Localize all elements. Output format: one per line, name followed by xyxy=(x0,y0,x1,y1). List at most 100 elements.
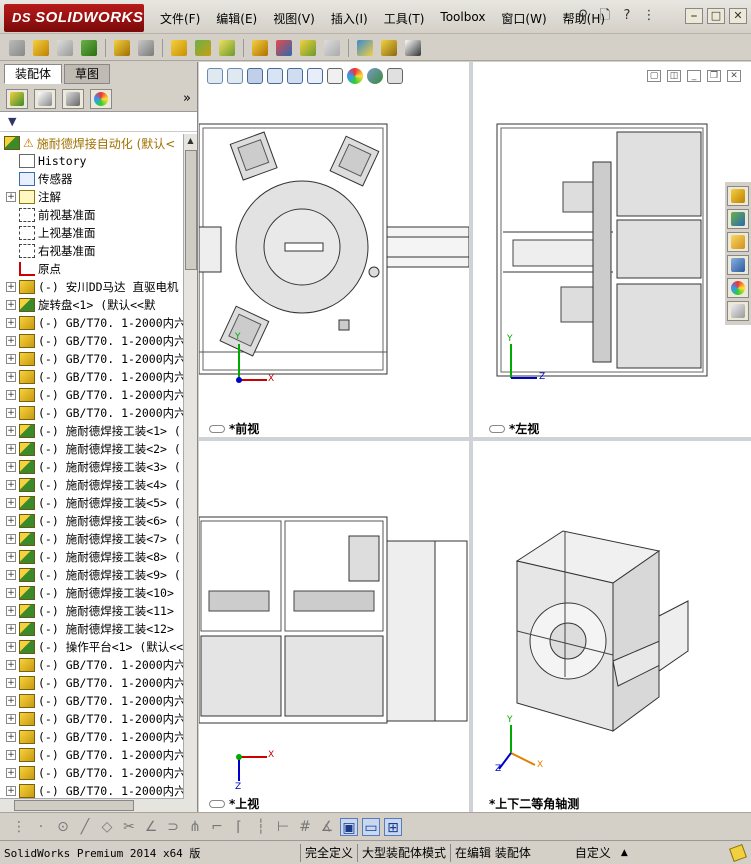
dimension-icon[interactable]: ⊢ xyxy=(276,818,290,835)
tree-item[interactable]: +(-) GB/T70. 1-2000内六 xyxy=(0,728,184,746)
task-pane-appearances[interactable] xyxy=(727,278,749,298)
expand-icon[interactable]: + xyxy=(6,498,16,508)
construction-line-icon[interactable]: ┆ xyxy=(256,818,266,835)
menu-help[interactable]: 帮助(H) xyxy=(562,12,606,26)
tree-item[interactable]: 原点 xyxy=(0,260,184,278)
two-view-icon[interactable]: ◫ xyxy=(667,70,681,82)
tree-item[interactable]: +(-) GB/T70. 1-2000内六 xyxy=(0,710,184,728)
viewport-minimize-icon[interactable]: _ xyxy=(687,70,701,82)
hscroll-thumb[interactable] xyxy=(14,800,134,811)
single-view-icon[interactable]: ▢ xyxy=(647,70,661,82)
feature-manager-tab[interactable] xyxy=(6,88,28,109)
toolbar-button[interactable] xyxy=(249,38,271,58)
scroll-up-icon[interactable]: ▲ xyxy=(187,136,194,145)
toolbar-button[interactable] xyxy=(6,38,28,58)
expand-icon[interactable]: + xyxy=(6,390,16,400)
expand-icon[interactable]: + xyxy=(6,282,16,292)
tree-item[interactable]: +(-) 施耐德焊接工装<4> ( xyxy=(0,476,184,494)
expand-icon[interactable]: + xyxy=(6,678,16,688)
mirror-icon[interactable]: ⋔ xyxy=(189,818,201,835)
expand-icon[interactable]: + xyxy=(6,660,16,670)
pushpin-icon[interactable]: ⚲ xyxy=(578,8,588,23)
tree-item[interactable]: +(-) GB/T70. 1-2000内六 xyxy=(0,404,184,422)
section-view-icon[interactable] xyxy=(267,68,283,84)
menu-file[interactable]: 文件(F) xyxy=(160,12,201,26)
angle-icon[interactable]: ∡ xyxy=(320,818,334,835)
menu-edit[interactable]: 编辑(E) xyxy=(216,12,258,26)
view-settings-icon[interactable] xyxy=(387,68,403,84)
tree-horizontal-scrollbar[interactable] xyxy=(0,798,184,812)
menu-view[interactable]: 视图(V) xyxy=(273,12,315,26)
isometric-view-model[interactable] xyxy=(473,441,751,812)
toolbar-button[interactable] xyxy=(168,38,190,58)
expand-icon[interactable]: + xyxy=(6,588,16,598)
left-view-model[interactable] xyxy=(473,62,751,437)
scroll-thumb[interactable] xyxy=(185,150,197,270)
options-icon[interactable]: ⋮ xyxy=(642,8,656,23)
top-view-label[interactable]: *上视 xyxy=(209,795,259,812)
tree-item[interactable]: +(-) 施耐德焊接工装<11> xyxy=(0,602,184,620)
task-pane-design-library[interactable] xyxy=(727,209,749,229)
expand-icon[interactable]: + xyxy=(6,354,16,364)
expand-icon[interactable]: + xyxy=(6,318,16,328)
edit-appearance-icon[interactable] xyxy=(347,68,363,84)
expand-icon[interactable]: + xyxy=(6,300,16,310)
toolbar-button[interactable] xyxy=(135,38,157,58)
expand-icon[interactable]: + xyxy=(6,570,16,580)
tree-item[interactable]: +(-) 操作平台<1> (默认<< xyxy=(0,638,184,656)
tree-root-assembly[interactable]: ⚠ 施耐德焊接自动化 (默认< xyxy=(0,134,184,152)
front-view-model[interactable] xyxy=(199,62,469,437)
quick-note-icon[interactable] xyxy=(729,843,747,862)
left-view-label[interactable]: *左视 xyxy=(489,420,539,437)
toolbar-button[interactable] xyxy=(30,38,52,58)
previous-view-icon[interactable] xyxy=(247,68,263,84)
extend-icon[interactable]: ∠ xyxy=(144,818,158,835)
toolbar-button[interactable] xyxy=(78,38,100,58)
new-document-icon[interactable]: 🗋 xyxy=(599,8,611,23)
tree-item[interactable]: +(-) 施耐德焊接工装<9> ( xyxy=(0,566,184,584)
tree-item[interactable]: +(-) 施耐德焊接工装<2> ( xyxy=(0,440,184,458)
fillet-icon[interactable]: ⌐ xyxy=(211,818,223,835)
tree-item[interactable]: +(-) 施耐德焊接工装<3> ( xyxy=(0,458,184,476)
front-view-label[interactable]: *前视 xyxy=(209,420,259,437)
tree-item[interactable]: +(-) GB/T70. 1-2000内六 xyxy=(0,674,184,692)
tree-item[interactable]: +(-) GB/T70. 1-2000内六 xyxy=(0,746,184,764)
help-icon[interactable]: ? xyxy=(623,8,631,23)
toolbar-button[interactable] xyxy=(321,38,343,58)
task-pane-custom-properties[interactable] xyxy=(727,301,749,321)
tree-item[interactable]: +(-) 施耐德焊接工装<6> ( xyxy=(0,512,184,530)
expand-icon[interactable]: + xyxy=(6,768,16,778)
tree-item[interactable]: +(-) GB/T70. 1-2000内六 xyxy=(0,314,184,332)
expand-icon[interactable]: + xyxy=(6,552,16,562)
tree-item[interactable]: +(-) GB/T70. 1-2000内六 xyxy=(0,386,184,404)
more-tabs-icon[interactable]: » xyxy=(183,91,191,106)
expand-icon[interactable]: + xyxy=(6,462,16,472)
toolbar-button[interactable] xyxy=(216,38,238,58)
circle-icon[interactable]: ⊙ xyxy=(57,818,69,835)
toolbar-button[interactable] xyxy=(273,38,295,58)
toolbar-button[interactable] xyxy=(354,38,376,58)
menu-insert[interactable]: 插入(I) xyxy=(330,12,368,26)
3d-view-icon[interactable]: ▣ xyxy=(340,817,358,836)
tree-item[interactable]: +(-) 施耐德焊接工装<7> ( xyxy=(0,530,184,548)
configuration-manager-tab[interactable] xyxy=(62,88,84,109)
tree-item[interactable]: +(-) GB/T70. 1-2000内六 xyxy=(0,656,184,674)
isometric-view-label[interactable]: *上下二等角轴测 xyxy=(489,795,579,812)
tree-item[interactable]: +(-) GB/T70. 1-2000内六 xyxy=(0,368,184,386)
tree-item[interactable]: +(-) 施耐德焊接工装<1> ( xyxy=(0,422,184,440)
polygon-icon[interactable]: ◇ xyxy=(101,818,113,835)
tree-item[interactable]: 前视基准面 xyxy=(0,206,184,224)
tree-item[interactable]: +(-) 施耐德焊接工装<8> ( xyxy=(0,548,184,566)
view-orientation-icon[interactable] xyxy=(287,68,303,84)
expand-icon[interactable]: + xyxy=(6,534,16,544)
expand-icon[interactable]: + xyxy=(6,696,16,706)
expand-icon[interactable]: + xyxy=(6,192,16,202)
tree-item[interactable]: +注解 xyxy=(0,188,184,206)
toolbar-button[interactable] xyxy=(192,38,214,58)
toolbar-button[interactable] xyxy=(378,38,400,58)
point-icon[interactable]: · xyxy=(38,818,44,835)
expand-icon[interactable]: + xyxy=(6,444,16,454)
viewport-restore-icon[interactable]: ❐ xyxy=(707,70,721,82)
expand-icon[interactable]: + xyxy=(6,372,16,382)
